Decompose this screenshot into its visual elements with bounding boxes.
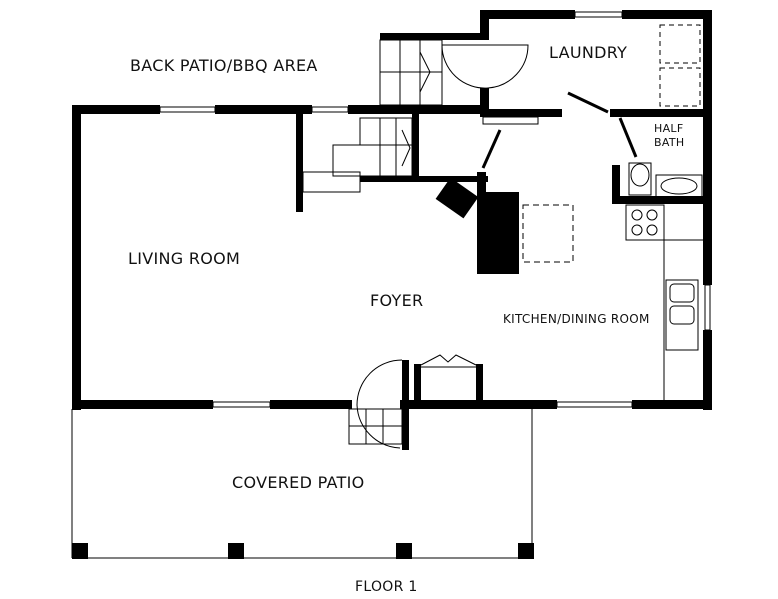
half-bath-line1: HALF [654, 122, 684, 135]
room-label-half-bath: HALF BATH [654, 122, 684, 150]
fixtures [71, 11, 711, 559]
floor-title: FLOOR 1 [355, 579, 418, 595]
room-label-laundry: LAUNDRY [549, 43, 628, 62]
room-label-living-room: LIVING ROOM [128, 249, 241, 268]
room-label-foyer: FOYER [370, 291, 424, 310]
room-label-back-patio: BACK PATIO/BBQ AREA [130, 56, 318, 75]
half-bath-line2: BATH [654, 136, 685, 149]
walls [72, 10, 712, 559]
room-label-kitchen: KITCHEN/DINING ROOM [503, 312, 650, 326]
room-label-covered-patio: COVERED PATIO [232, 473, 365, 492]
